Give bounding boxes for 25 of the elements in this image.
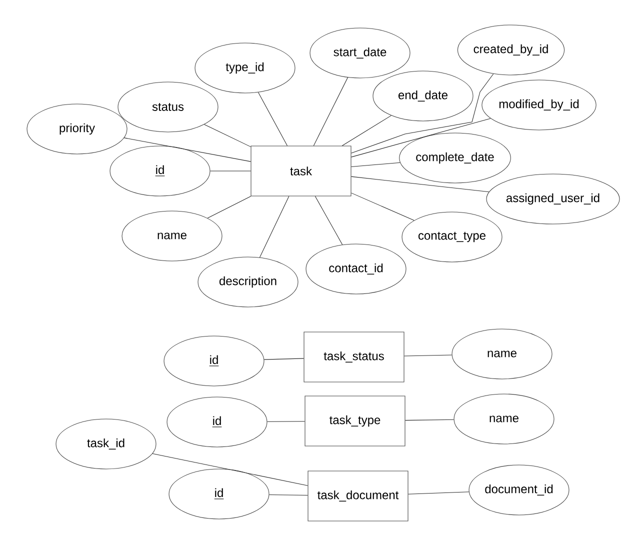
connector-line [152, 453, 308, 486]
connector-line [351, 176, 490, 192]
entity-box: task_status [304, 332, 404, 382]
connector-line [351, 74, 494, 154]
connector-line [124, 138, 252, 162]
connector-line [351, 162, 400, 168]
connector-line [314, 196, 343, 245]
connector-line [258, 92, 288, 146]
connector-line [264, 358, 304, 360]
connector-line [210, 170, 252, 172]
connector-line [351, 118, 491, 158]
connector-line [313, 77, 348, 146]
entity-box: task [250, 146, 352, 196]
connector-line [204, 124, 252, 148]
connector-line [404, 354, 452, 356]
connector-line [207, 196, 252, 218]
connector-line [259, 196, 290, 258]
entity-box: task_type [304, 396, 406, 446]
connector-line [267, 421, 305, 422]
connector-line [342, 115, 392, 146]
connector-line [405, 419, 454, 421]
entity-box: task_document [308, 470, 408, 522]
connector-line [268, 494, 308, 496]
connector-line [351, 192, 414, 221]
connector-line [408, 492, 470, 494]
